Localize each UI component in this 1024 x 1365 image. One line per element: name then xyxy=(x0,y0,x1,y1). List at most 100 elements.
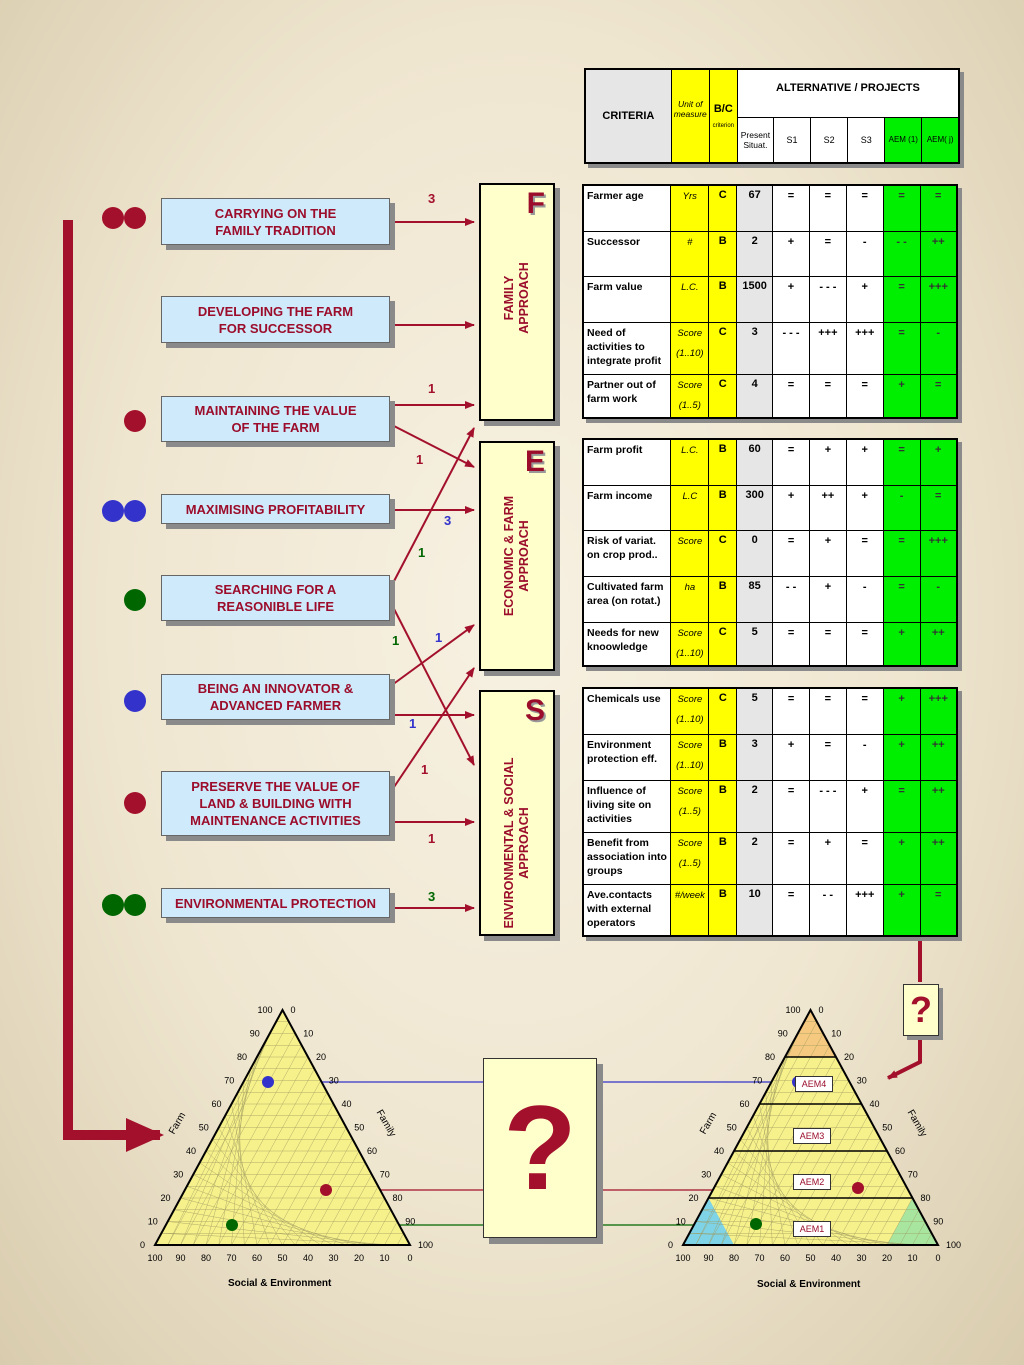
tick-label: 10 xyxy=(676,1217,686,1227)
scenario-cell: - - xyxy=(772,575,810,623)
unit-cell: Score xyxy=(670,529,710,577)
tick-label: 40 xyxy=(831,1253,841,1263)
aem-cell: - xyxy=(882,484,921,531)
aem-cell: = xyxy=(919,484,958,531)
scenario-cell: + xyxy=(772,275,810,323)
flow-arrow-left xyxy=(63,220,164,1152)
tick-label: 20 xyxy=(160,1193,170,1203)
tick-label: 40 xyxy=(186,1146,196,1156)
weight-label: 1 xyxy=(421,762,429,777)
header-col-present: Present Situat. xyxy=(736,116,774,164)
aem-cell: = xyxy=(882,438,921,486)
criterion-cell: Needs for new knoowledge xyxy=(582,621,672,667)
header-col-s1: S1 xyxy=(772,116,812,164)
scenario-cell: + xyxy=(808,438,847,486)
scenario-cell: = xyxy=(808,230,847,277)
tick-label: 70 xyxy=(752,1076,762,1086)
goal-label: MAINTAINING THE VALUE OF THE FARM xyxy=(194,403,357,435)
tick-label: 50 xyxy=(805,1253,815,1263)
goal-preserve-land: PRESERVE THE VALUE OF LAND & BUILDING WI… xyxy=(161,771,390,836)
unit-cell: #/week xyxy=(670,883,710,937)
question-mark: ? xyxy=(910,989,932,1030)
scenario-cell: = xyxy=(772,779,810,833)
scenario-cell: = xyxy=(772,529,810,577)
point-green xyxy=(226,1219,238,1231)
scenario-cell: = xyxy=(808,184,847,232)
aem-cell: = xyxy=(882,321,921,375)
tick-label: 10 xyxy=(148,1217,158,1227)
scenario-cell: + xyxy=(845,484,884,531)
tick-label: 0 xyxy=(291,1005,296,1015)
tick-label: 60 xyxy=(895,1146,905,1156)
scenario-cell: +++ xyxy=(845,883,884,937)
criterion-cell: Farmer age xyxy=(582,184,672,232)
tick-label: 30 xyxy=(857,1076,867,1086)
weight-label: 1 xyxy=(392,633,400,648)
bc-cell: B xyxy=(708,831,738,885)
present-cell: 3 xyxy=(736,733,774,781)
question-box-small: ? xyxy=(903,984,939,1036)
tick-label: 80 xyxy=(729,1253,739,1263)
weight-label: 3 xyxy=(428,191,436,206)
scenario-cell: + xyxy=(772,484,810,531)
scenario-cell: - xyxy=(845,575,884,623)
weight-label: 3 xyxy=(428,889,436,904)
table-row: Ave.contacts with external operators#/we… xyxy=(582,883,958,937)
present-cell: 3 xyxy=(736,321,774,375)
unit-cell: Score(1..10) xyxy=(670,621,710,667)
tick-label: 30 xyxy=(328,1253,338,1263)
scenario-cell: - - - xyxy=(808,779,847,833)
bc-cell: B xyxy=(708,779,738,833)
unit-cell: Score(1..5) xyxy=(670,373,710,419)
tick-label: 70 xyxy=(754,1253,764,1263)
scenario-cell: = xyxy=(845,373,884,419)
goal-label: PRESERVE THE VALUE OF LAND & BUILDING WI… xyxy=(190,779,361,828)
scenario-cell: = xyxy=(772,831,810,885)
weight-label: 1 xyxy=(416,452,424,467)
criterion-cell: Risk of variat. on crop prod.. xyxy=(582,529,672,577)
scenario-cell: - - - xyxy=(772,321,810,375)
aem-cell: ++ xyxy=(919,831,958,885)
unit-cell: Score(1..10) xyxy=(670,321,710,375)
aem-label: AEM1 xyxy=(793,1221,831,1237)
present-cell: 300 xyxy=(736,484,774,531)
tick-label: 60 xyxy=(367,1146,377,1156)
header-col-s2: S2 xyxy=(810,116,849,164)
arrow-preserve-to-e xyxy=(391,667,475,791)
tick-label: 0 xyxy=(819,1005,824,1015)
bc-cell: B xyxy=(708,575,738,623)
aem-cell: + xyxy=(919,438,958,486)
unit-cell: Yrs xyxy=(670,184,710,232)
priority-dot-green xyxy=(124,894,146,916)
scenario-cell: - - - xyxy=(808,275,847,323)
arrow-life-to-s xyxy=(391,604,475,766)
present-cell: 4 xyxy=(736,373,774,419)
scenario-cell: = xyxy=(845,529,884,577)
unit-cell: L.C. xyxy=(670,438,710,486)
goal-profitability: MAXIMISING PROFITABILITY xyxy=(161,494,390,524)
approach-letter: F xyxy=(526,187,545,220)
aem-cell: = xyxy=(882,184,921,232)
arrow-life-to-f xyxy=(391,427,475,586)
aem-cell: +++ xyxy=(919,275,958,323)
aem-cell: - xyxy=(919,321,958,375)
tick-label: 50 xyxy=(354,1123,364,1133)
scenario-cell: ++ xyxy=(808,484,847,531)
scenario-cell: + xyxy=(808,575,847,623)
present-cell: 1500 xyxy=(736,275,774,323)
tick-label: 40 xyxy=(714,1146,724,1156)
tick-label: 90 xyxy=(778,1029,788,1039)
goal-farm-value: MAINTAINING THE VALUE OF THE FARM xyxy=(161,396,390,442)
goal-family-tradition: CARRYING ON THE FAMILY TRADITION xyxy=(161,198,390,245)
aem-cell: = xyxy=(882,529,921,577)
tick-label: 50 xyxy=(277,1253,287,1263)
